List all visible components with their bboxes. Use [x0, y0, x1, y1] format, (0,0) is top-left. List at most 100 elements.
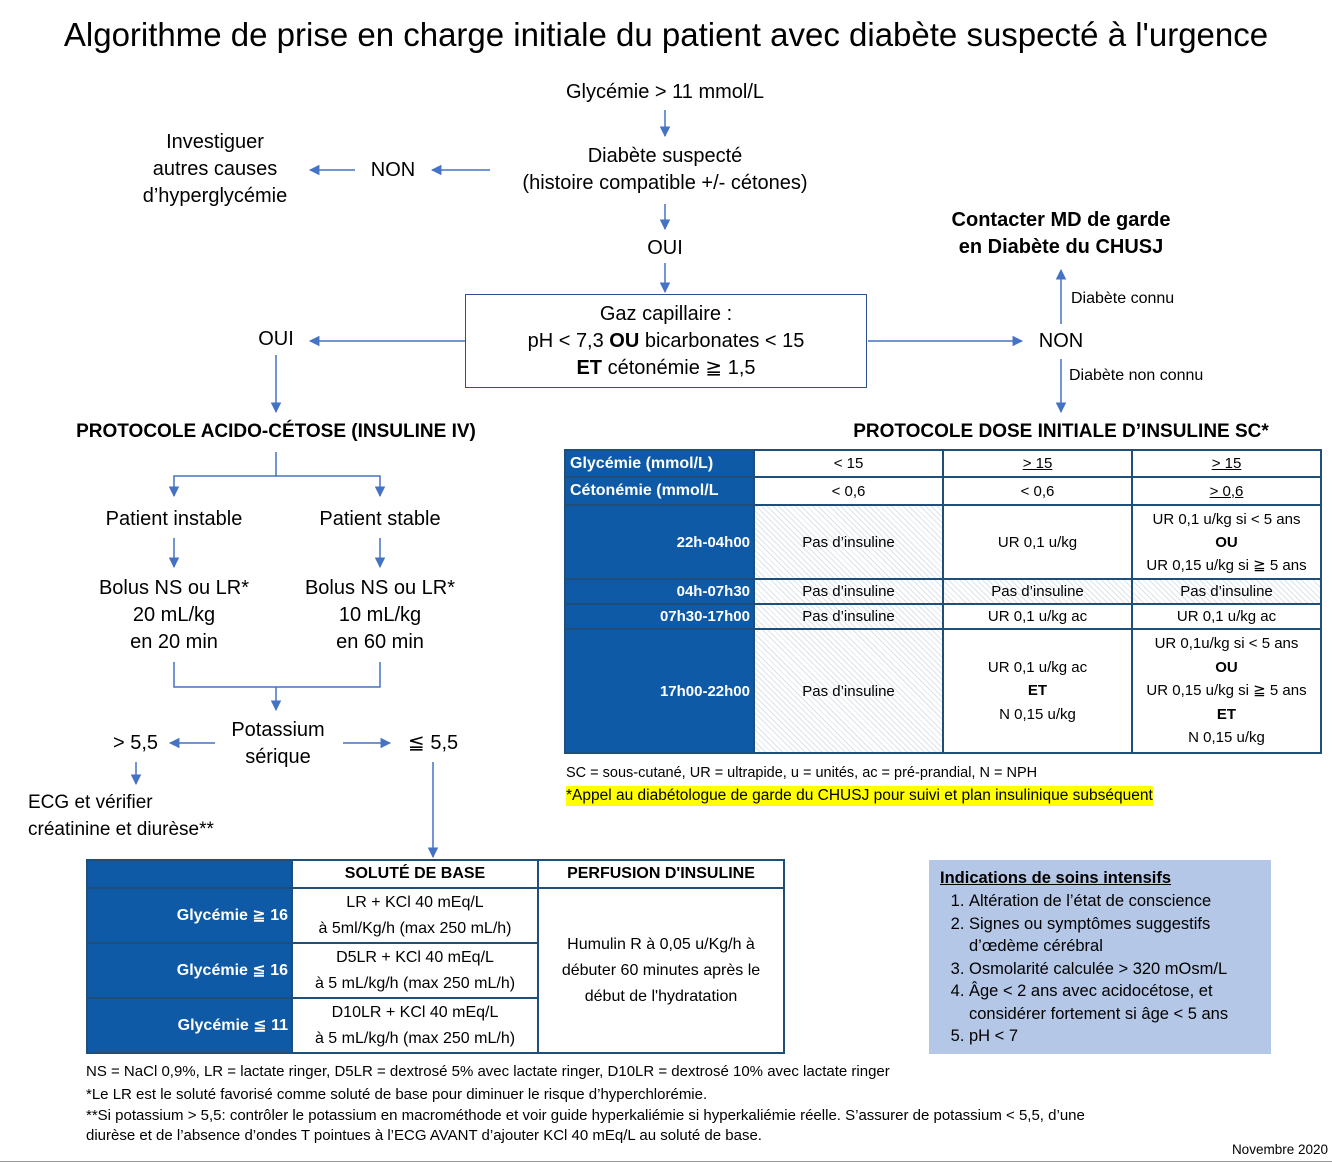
acid-perfusion-cell: Humulin R à 0,05 u/Kg/h à débuter 60 min…: [537, 887, 785, 1054]
acid-header-solute: SOLUTÉ DE BASE: [291, 859, 539, 889]
investiguer-text: Investiguer autres causes d’hyperglycémi…: [120, 129, 310, 210]
bolus-instable-line1: Bolus NS ou LR*: [98, 577, 250, 599]
acid-header-empty: [86, 859, 293, 889]
arrow-to-instable: [168, 452, 277, 498]
sc-cell-line: ET: [1027, 682, 1048, 700]
ecg-line2: créatinine et diurèse**: [28, 819, 214, 840]
sc-time-label: 17h00-22h00: [564, 628, 755, 754]
investiguer-line3: d’hyperglycémie: [142, 185, 288, 207]
perfusion-line: Humulin R à 0,05 u/Kg/h à: [567, 935, 755, 953]
contacter-line1: Contacter MD de garde: [951, 209, 1171, 231]
acid-row: Glycémie ≧ 16 LR + KCl 40 mEq/L à 5ml/Kg…: [86, 887, 785, 1054]
sc-cell: Pas d’insuline: [753, 504, 944, 580]
sc-row-time: 17h00-22h00 Pas d’insuline UR 0,1 u/kg a…: [564, 628, 1322, 754]
contacter-md: Contacter MD de garde en Diabète du CHUS…: [930, 207, 1192, 261]
bolus-instable-line3: en 20 min: [130, 631, 218, 653]
icu-item: Signes ou symptômes suggestifs d’œdème c…: [969, 913, 1271, 958]
sc-header-glycemie: Glycémie (mmol/L): [564, 449, 755, 478]
potassium-serique: Potassium sérique: [212, 717, 344, 771]
sc-cell: < 15: [753, 449, 944, 478]
acid-solute-cell: D10LR + KCl 40 mEq/L à 5 mL/kg/h (max 25…: [291, 997, 539, 1054]
sc-cell-line: N 0,15 u/kg: [1188, 729, 1265, 747]
sc-cell-line: UR 0,1u/kg si < 5 ans: [1154, 635, 1299, 653]
protocole-sc-title: PROTOCOLE DOSE INITIALE D’INSULINE SC*: [853, 421, 1269, 442]
sc-row-time: 22h-04h00 Pas d’insuline UR 0,1 u/kg UR …: [564, 504, 1322, 580]
footnote-abbreviations: NS = NaCl 0,9%, LR = lactate ringer, D5L…: [86, 1063, 890, 1080]
perfusion-line: début de l'hydratation: [584, 987, 738, 1005]
merge-bolus-line: [173, 662, 381, 688]
sc-cell: UR 0,1 u/kg ac: [1131, 603, 1322, 630]
acid-row: Glycémie ≦ 11 D10LR + KCl 40 mEq/L à 5 m…: [86, 997, 784, 1054]
ecg-text: ECG et vérifier créatinine et diurèse**: [28, 789, 214, 843]
gaz-line1: Gaz capillaire :: [599, 303, 733, 325]
acid-protocol-table: SOLUTÉ DE BASE PERFUSION D'INSULINE Glyc…: [86, 859, 785, 1054]
icu-list: Altération de l’état de conscience Signe…: [929, 890, 1271, 1048]
sc-time-label: 04h-07h30: [564, 578, 755, 605]
sc-cell: Pas d’insuline: [753, 628, 944, 754]
patient-stable: Patient stable: [319, 508, 441, 530]
acid-row: Glycémie ≦ 16 D5LR + KCl 40 mEq/L à 5 mL…: [86, 942, 784, 999]
sc-cell: UR 0,1 u/kg ac: [942, 603, 1133, 630]
k-high-label: > 5,5: [113, 732, 159, 754]
sc-cell: Pas d’insuline: [753, 578, 944, 605]
sc-cell-line: UR 0,1 u/kg ac: [987, 658, 1088, 676]
date-label: Novembre 2020: [1231, 1142, 1328, 1157]
sc-time-label: 22h-04h00: [564, 504, 755, 580]
sc-cell: UR 0,1u/kg si < 5 ans OU UR 0,15 u/kg si…: [1131, 628, 1322, 754]
footnote-lr: *Le LR est le soluté favorisé comme solu…: [86, 1086, 708, 1103]
sc-cell-line: UR 0,15 u/kg si ≧ 5 ans: [1146, 682, 1307, 700]
sc-cell-line: OU: [1215, 533, 1238, 551]
bolus-stable-line1: Bolus NS ou LR*: [304, 577, 456, 599]
arrow-to-stable: [276, 475, 386, 498]
non-left-label: NON: [370, 159, 416, 181]
acid-solute-line: à 5 mL/kg/h (max 250 mL/h): [314, 1029, 516, 1047]
page-title: Algorithme de prise en charge initiale d…: [63, 16, 1269, 53]
diabete-connu-label: Diabète connu: [1071, 290, 1175, 307]
sc-row-time: 07h30-17h00 Pas d’insuline UR 0,1 u/kg a…: [564, 603, 1322, 630]
bottom-divider: [0, 1161, 1332, 1162]
sc-note-highlight: *Appel au diabétologue de garde du CHUSJ…: [566, 786, 1153, 806]
sc-cell-line: OU: [1215, 658, 1238, 676]
acid-solute-line: D10LR + KCl 40 mEq/L: [331, 1003, 499, 1021]
diabete-non-connu-label: Diabète non connu: [1069, 367, 1204, 384]
potassium-line2: sérique: [245, 746, 311, 768]
footnote-potassium-2: diurèse et de l’absence d’ondes T pointu…: [86, 1127, 762, 1144]
sc-cell-line: N 0,15 u/kg: [999, 705, 1076, 723]
acid-row-label: Glycémie ≦ 16: [86, 942, 293, 999]
sc-cell: Pas d’insuline: [753, 603, 944, 630]
protocole-iv-title: PROTOCOLE ACIDO-CÉTOSE (INSULINE IV): [76, 421, 476, 442]
icu-item: Âge < 2 ans avec acidocétose, et considé…: [969, 980, 1271, 1025]
investiguer-line1: Investiguer: [166, 131, 264, 153]
k-low-label: ≦ 5,5: [408, 732, 459, 754]
gaz-line3: ET cétonémie ≧ 1,5: [576, 357, 756, 379]
acid-solute-line: à 5ml/Kg/h (max 250 mL/h): [318, 919, 512, 937]
bolus-stable: Bolus NS ou LR* 10 mL/kg en 60 min: [280, 575, 480, 656]
sc-protocol-table: Glycémie (mmol/L) < 15 > 15 > 15 Cétoném…: [564, 449, 1322, 754]
sc-time-label: 07h30-17h00: [564, 603, 755, 630]
patient-instable: Patient instable: [105, 508, 243, 530]
diabete-suspect-line1: Diabète suspecté: [587, 145, 743, 167]
sc-cell: > 15: [942, 449, 1133, 478]
potassium-line1: Potassium: [231, 719, 325, 741]
footnote-potassium-1: **Si potassium > 5,5: contrôler le potas…: [86, 1107, 1085, 1124]
bolus-instable-line2: 20 mL/kg: [132, 604, 216, 626]
acid-solute-line: LR + KCl 40 mEq/L: [346, 893, 484, 911]
sc-legend: SC = sous-cutané, UR = ultrapide, u = un…: [566, 765, 1038, 781]
bolus-stable-line3: en 60 min: [336, 631, 424, 653]
acid-solute-cell: D5LR + KCl 40 mEq/L à 5 mL/kg/h (max 250…: [291, 942, 539, 999]
acid-solute-line: D5LR + KCl 40 mEq/L: [336, 948, 494, 966]
sc-header-cetonemie: Cétonémie (mmol/L: [564, 476, 755, 506]
sc-cell: UR 0,1 u/kg si < 5 ans OU UR 0,15 u/kg s…: [1131, 504, 1322, 580]
icu-item: Altération de l’état de conscience: [969, 890, 1271, 913]
acid-solute-line: à 5 mL/kg/h (max 250 mL/h): [314, 974, 516, 992]
icu-indications-box: Indications de soins intensifs Altératio…: [929, 860, 1271, 1054]
sc-cell-line: UR 0,1 u/kg si < 5 ans: [1152, 510, 1301, 528]
diabete-suspect: Diabète suspecté (histoire compatible +/…: [490, 143, 840, 197]
gaz-line2: pH < 7,3 OU bicarbonates < 15: [527, 330, 805, 352]
sc-row-time: 04h-07h30 Pas d’insuline Pas d’insuline …: [564, 578, 1322, 605]
sc-cell-line: ET: [1216, 705, 1237, 723]
acid-row-label: Glycémie ≧ 16: [86, 887, 293, 944]
oui-left-label: OUI: [258, 328, 294, 350]
non-right-label: NON: [1038, 330, 1084, 352]
